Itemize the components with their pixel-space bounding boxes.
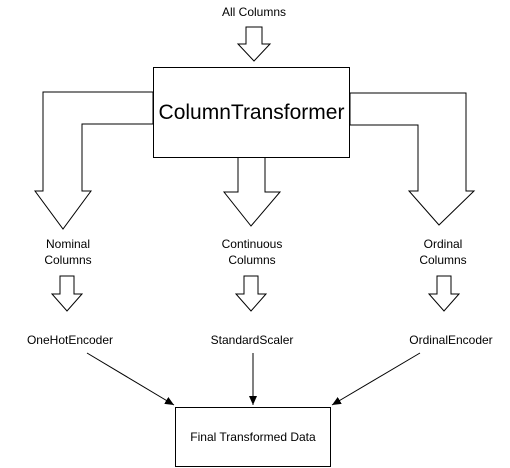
continuous-small-arrow bbox=[234, 275, 268, 312]
column-transformer-label: ColumnTransformer bbox=[158, 100, 345, 124]
ordinal-branch-arrow bbox=[349, 92, 476, 226]
final-output-node: Final Transformed Data bbox=[175, 407, 331, 467]
onehot-to-output-connector bbox=[86, 352, 175, 406]
continuous-branch-arrow bbox=[222, 156, 282, 227]
nominal-columns-label: Nominal Columns bbox=[8, 236, 128, 268]
nominal-line2: Columns bbox=[44, 253, 92, 267]
standard-scaler-label: StandardScaler bbox=[210, 333, 294, 347]
continuous-line2: Columns bbox=[228, 253, 276, 267]
ordinal-line1: Ordinal bbox=[423, 237, 463, 251]
nominal-small-arrow bbox=[50, 275, 84, 312]
ordinal-line2: Columns bbox=[419, 253, 467, 267]
nominal-line1: Nominal bbox=[45, 237, 90, 251]
input-arrow bbox=[236, 26, 272, 62]
continuous-columns-label: Continuous Columns bbox=[192, 236, 312, 268]
onehot-encoder-label: OneHotEncoder bbox=[26, 333, 114, 347]
nominal-branch-arrow bbox=[34, 91, 154, 230]
input-label: All Columns bbox=[221, 5, 287, 19]
ordinal-encoder-label: OrdinalEncoder bbox=[409, 333, 493, 347]
ordinal-to-output-connector bbox=[331, 352, 421, 406]
column-transformer-node: ColumnTransformer bbox=[153, 67, 350, 158]
ordinal-columns-label: Ordinal Columns bbox=[383, 236, 503, 268]
continuous-line1: Continuous bbox=[221, 237, 283, 251]
final-output-label: Final Transformed Data bbox=[190, 430, 316, 444]
ordinal-small-arrow bbox=[427, 275, 461, 312]
